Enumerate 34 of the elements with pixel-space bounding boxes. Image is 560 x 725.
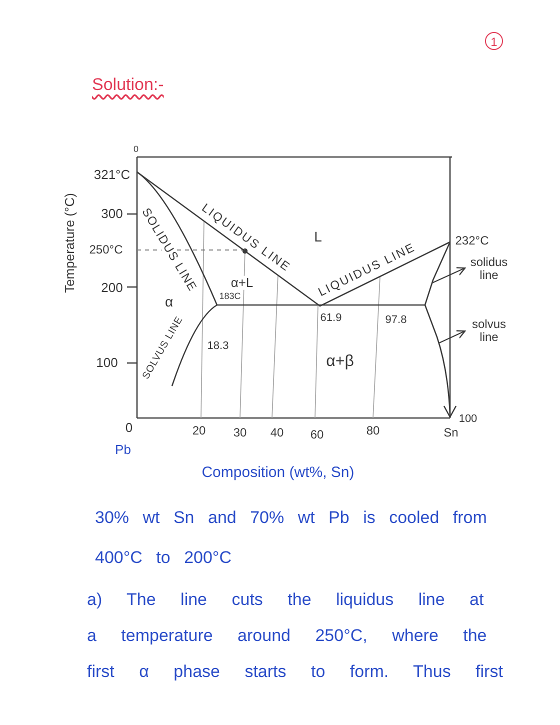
tick-label: 250°C: [89, 243, 123, 257]
axis-title: Composition (wt%, Sn): [202, 464, 354, 482]
composition-label: 61.9: [320, 312, 342, 324]
callout-label: solidus line: [466, 256, 512, 282]
element-label: Pb: [115, 442, 131, 458]
region-label: α+L: [230, 276, 254, 290]
region-label: α: [164, 294, 174, 310]
temperature-label: 183C: [219, 292, 241, 302]
tick-label: 300: [101, 206, 123, 222]
axis-title: Temperature (°C): [62, 193, 78, 293]
tick-label: 80: [366, 424, 380, 438]
tick-label: 60: [310, 428, 324, 442]
tick-label: 0: [134, 145, 138, 155]
tick-label: 30: [233, 426, 247, 440]
element-label: Sn: [444, 426, 458, 440]
page-number: 1: [485, 32, 503, 50]
paragraph: a) The line cuts the liquidus line at a temperature around 250°C, where the first α phase starts to form. Thus first: [87, 589, 504, 683]
leader-arrow: [432, 267, 466, 284]
tick-label: 20: [192, 424, 206, 438]
composition-label: 18.3: [207, 340, 229, 352]
temperature-label: 232°C: [455, 234, 489, 248]
callout-label: solvus line: [466, 318, 512, 344]
tick-label: 321°C: [94, 168, 130, 182]
solvus-curve: [424, 304, 457, 418]
leader-arrow: [438, 330, 466, 344]
tick-label: 0: [125, 420, 133, 436]
tick-label: 100: [458, 412, 478, 426]
tick-label: 200: [101, 280, 123, 296]
tick-label: 40: [270, 426, 284, 440]
region-label: α+β: [326, 353, 354, 371]
heading: Solution:-: [92, 76, 164, 95]
tick-label: 100: [96, 356, 118, 370]
region-label: L: [314, 229, 322, 245]
composition-label: 97.8: [385, 314, 407, 326]
